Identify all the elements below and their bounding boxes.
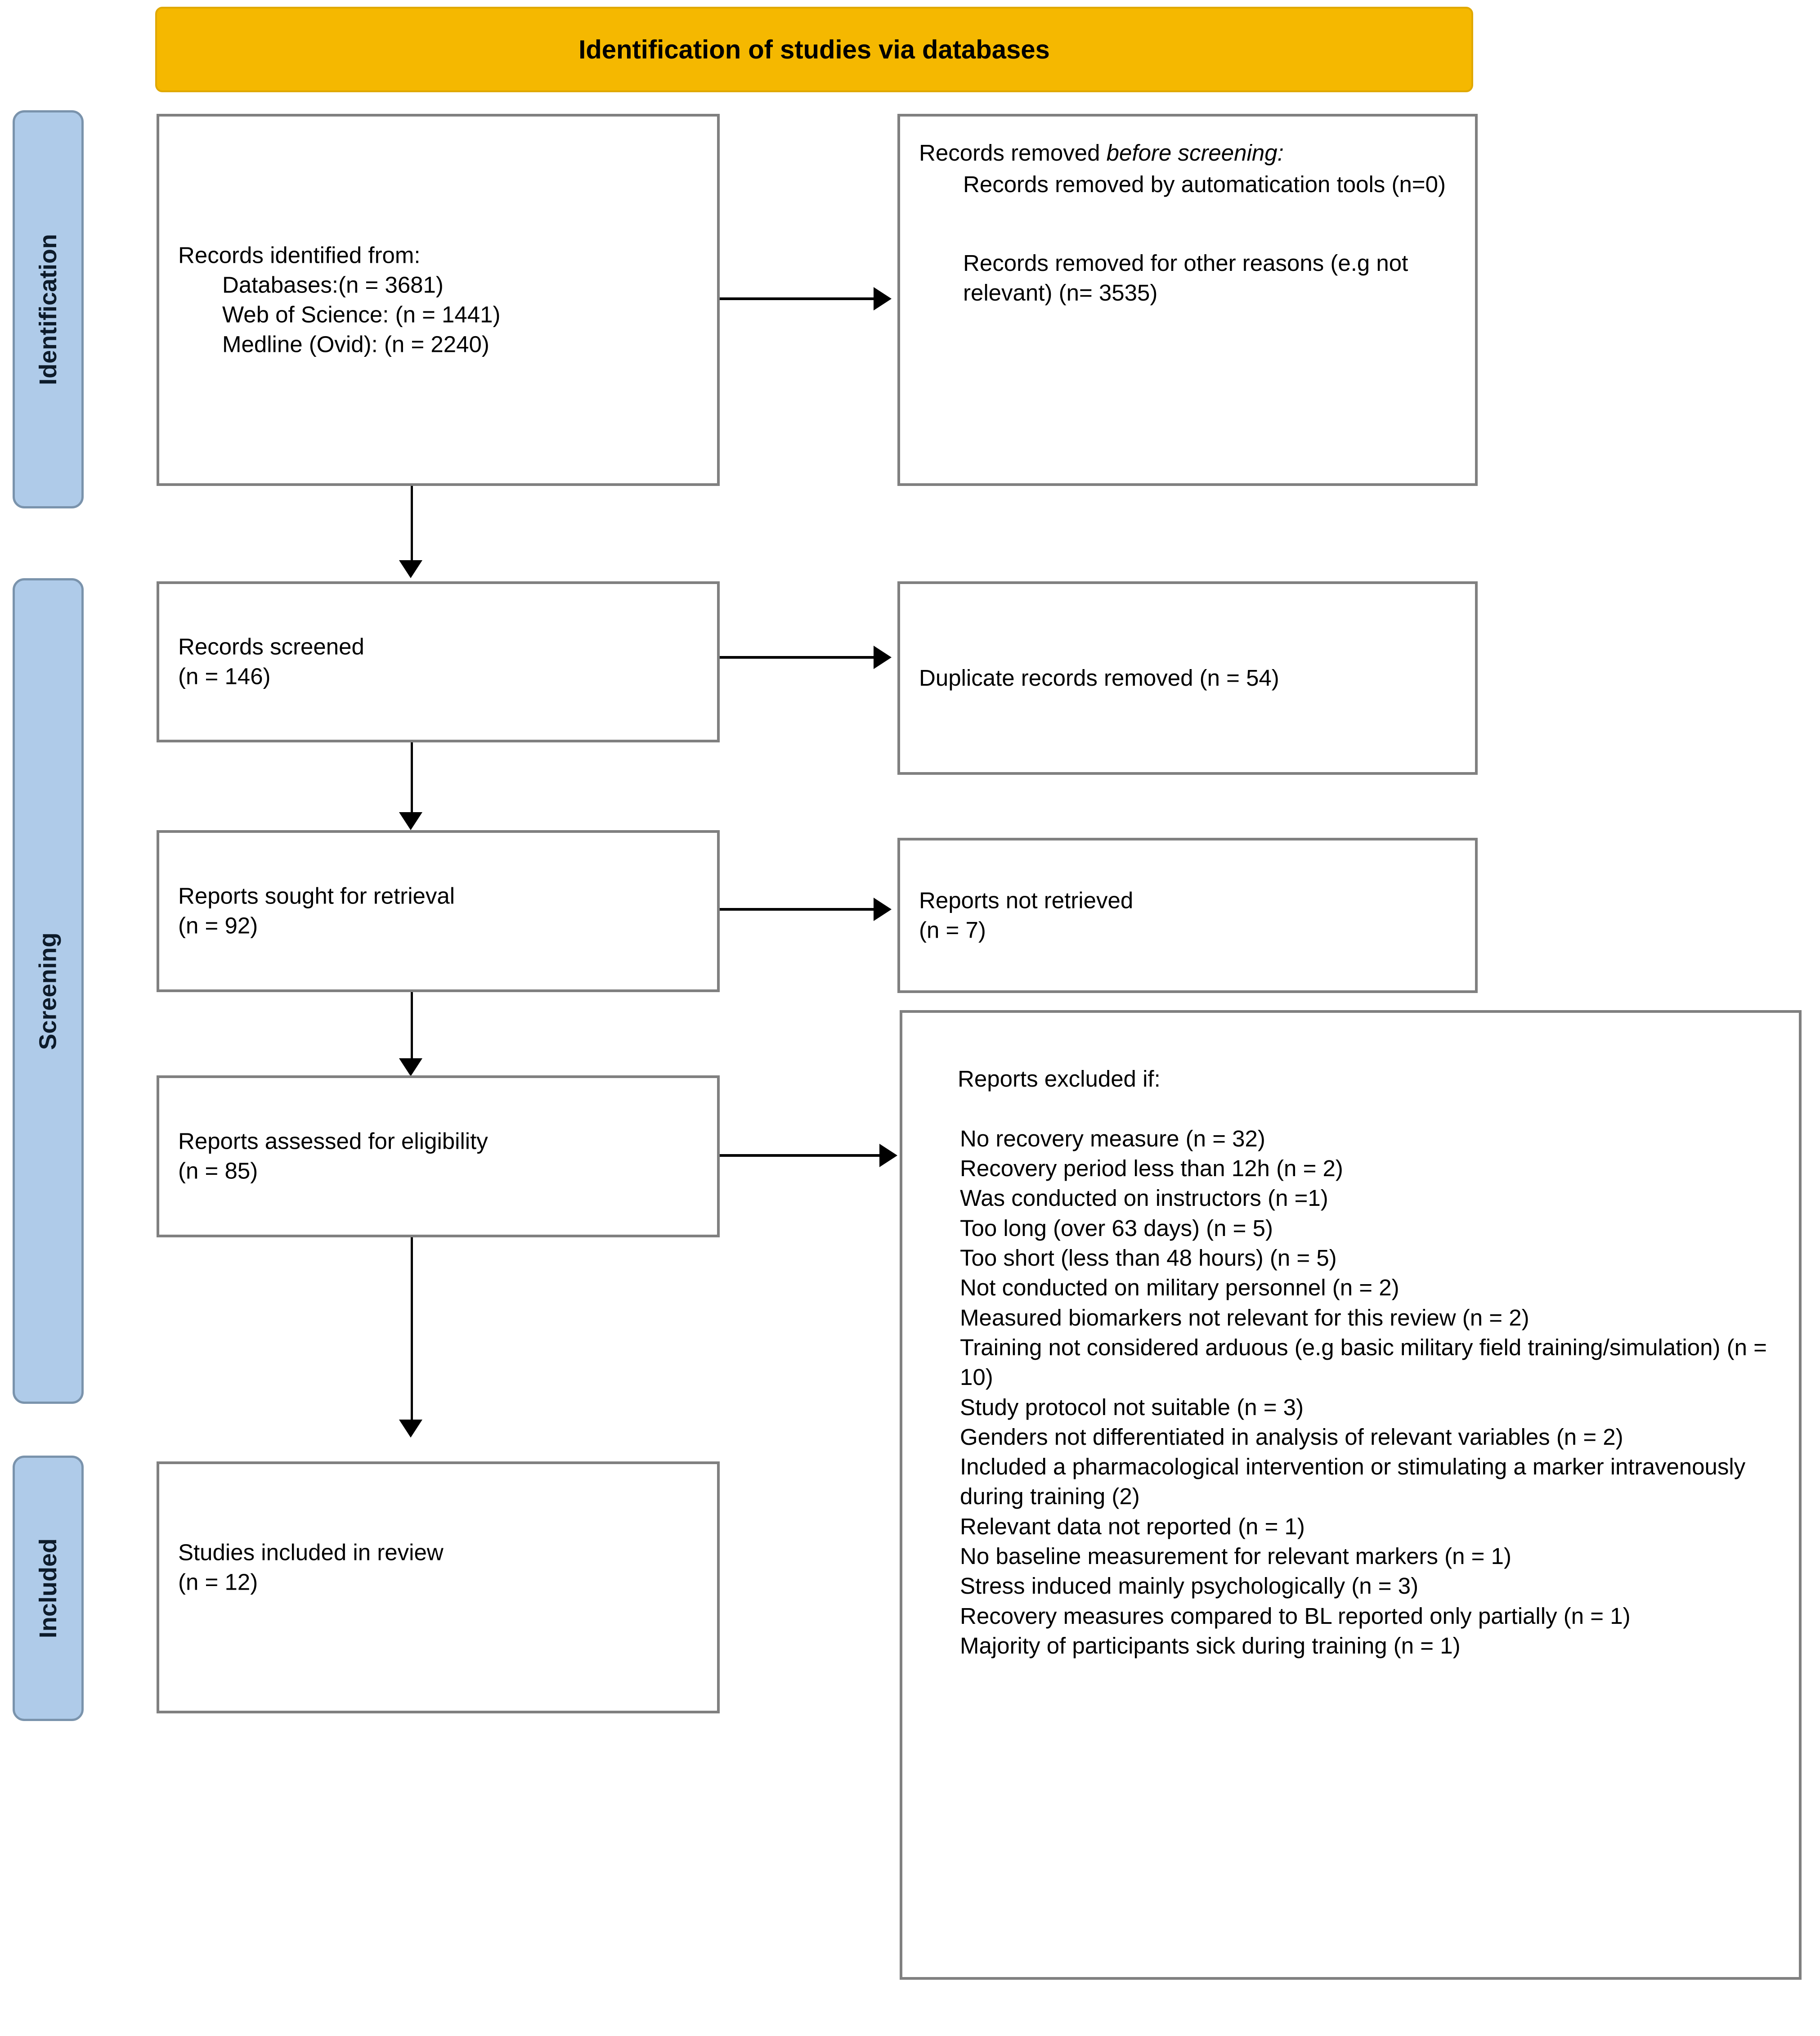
reports-excluded-heading: Reports excluded if:	[958, 1066, 1161, 1092]
stage-label-screening: Screening	[35, 932, 62, 1050]
reports-excluded-item: Genders not differentiated in analysis o…	[960, 1424, 1623, 1450]
reports-excluded-item: Not conducted on military personnel (n =…	[960, 1275, 1399, 1301]
connector-sought-to-assessed	[411, 992, 413, 1062]
stage-label-identification: Identification	[35, 234, 62, 385]
connector-assessed-to-included	[411, 1237, 413, 1424]
reports-excluded-item: Recovery measures compared to BL reporte…	[960, 1603, 1631, 1629]
diagram-header-banner: Identification of studies via databases	[155, 7, 1473, 92]
box-records-screened: Records screened (n = 146)	[157, 581, 720, 742]
arrowhead-assessed-to-included	[399, 1420, 422, 1438]
stage-tab-screening: Screening	[13, 578, 84, 1404]
connector-screened-to-duplicates	[720, 656, 875, 659]
arrowhead-screened-to-sought	[399, 812, 422, 830]
box-records-removed-before-screening: Records removed before screening: Record…	[897, 114, 1478, 486]
box-reports-not-retrieved: Reports not retrieved (n = 7)	[897, 838, 1478, 993]
box-reports-excluded-text: Reports excluded if: No recovery measure…	[919, 1034, 1792, 1721]
box-reports-assessed-text: Reports assessed for eligibility (n = 85…	[178, 1128, 488, 1184]
box-records-screened-text: Records screened (n = 146)	[178, 634, 364, 689]
box-reports-sought-text: Reports sought for retrieval (n = 92)	[178, 883, 455, 939]
reports-excluded-item: Recovery period less than 12h (n = 2)	[960, 1155, 1343, 1182]
connector-screened-to-sought	[411, 742, 413, 817]
arrowhead-sought-to-assessed	[399, 1058, 422, 1076]
reports-excluded-item: Relevant data not reported (n = 1)	[960, 1513, 1305, 1539]
arrowhead-sought-to-not-retrieved	[874, 898, 892, 921]
reports-excluded-item: Was conducted on instructors (n =1)	[960, 1185, 1328, 1211]
box-reports-assessed-for-eligibility: Reports assessed for eligibility (n = 85…	[157, 1075, 720, 1237]
box-reports-excluded: Reports excluded if: No recovery measure…	[900, 1010, 1802, 1980]
arrowhead-identified-to-screened	[399, 560, 422, 578]
connector-sought-to-not-retrieved	[720, 908, 875, 911]
reports-excluded-item: Too short (less than 48 hours) (n = 5)	[960, 1245, 1337, 1271]
arrowhead-identified-to-removed	[874, 287, 892, 310]
box-studies-included-text: Studies included in review (n = 12)	[178, 1539, 444, 1596]
connector-identified-to-screened	[411, 486, 413, 565]
reports-excluded-list: No recovery measure (n = 32) Recovery per…	[919, 1124, 1792, 1661]
reports-excluded-item: Measured biomarkers not relevant for thi…	[960, 1304, 1529, 1330]
box-studies-included-in-review: Studies included in review (n = 12)	[157, 1461, 720, 1713]
reports-excluded-item: Stress induced mainly psychologically (n…	[960, 1573, 1419, 1599]
box-records-identified: Records identified from: Databases:(n = …	[157, 114, 720, 486]
connector-identified-to-removed	[720, 297, 875, 300]
stage-tab-identification: Identification	[13, 110, 84, 508]
box-duplicate-records-removed: Duplicate records removed (n = 54)	[897, 581, 1478, 775]
reports-excluded-item: Majority of participants sick during tra…	[960, 1632, 1461, 1658]
reports-excluded-item: Included a pharmacological intervention …	[960, 1454, 1752, 1510]
reports-excluded-item: Too long (over 63 days) (n = 5)	[960, 1215, 1273, 1241]
connector-assessed-to-excluded	[720, 1154, 881, 1157]
arrowhead-screened-to-duplicates	[874, 646, 892, 669]
box-records-identified-text: Records identified from: Databases:(n = …	[178, 242, 501, 357]
reports-excluded-item: No recovery measure (n = 32)	[960, 1125, 1265, 1151]
arrowhead-assessed-to-excluded	[879, 1144, 897, 1167]
stage-tab-included: Included	[13, 1456, 84, 1721]
box-reports-sought-for-retrieval: Reports sought for retrieval (n = 92)	[157, 830, 720, 992]
box-records-removed-text: Records removed before screening: Record…	[919, 140, 1446, 306]
stage-label-included: Included	[35, 1538, 62, 1639]
reports-excluded-item: Study protocol not suitable (n = 3)	[960, 1394, 1304, 1420]
diagram-title: Identification of studies via databases	[578, 35, 1050, 64]
box-reports-not-retrieved-text: Reports not retrieved (n = 7)	[919, 887, 1134, 943]
box-duplicate-records-removed-text: Duplicate records removed (n = 54)	[919, 665, 1279, 691]
reports-excluded-item: No baseline measurement for relevant mar…	[960, 1543, 1511, 1569]
reports-excluded-item: Training not considered arduous (e.g bas…	[960, 1334, 1774, 1390]
